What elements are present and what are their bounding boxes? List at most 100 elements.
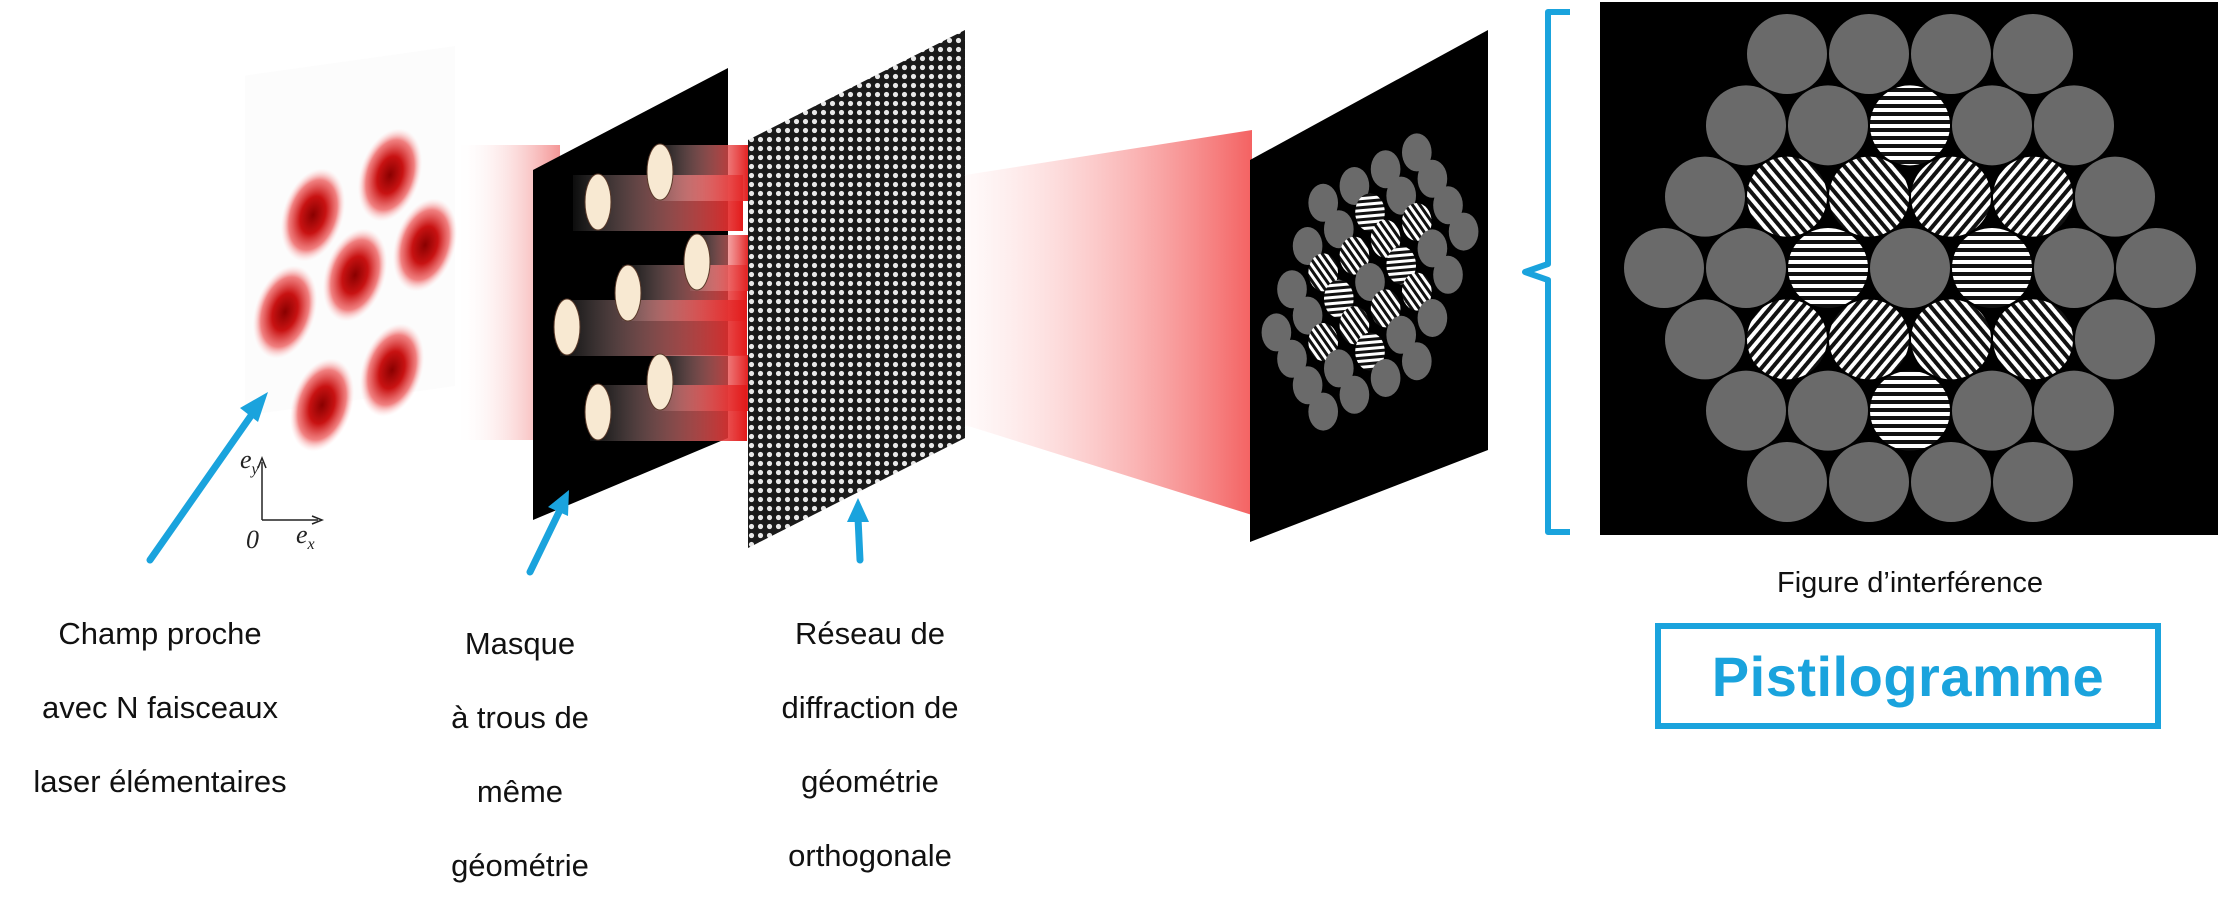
grating-caption-line: Réseau de [795, 616, 945, 651]
diagram-canvas: 0 ey ex [146, 2, 2218, 576]
gray-cell [1386, 315, 1417, 354]
fringe-cell [1339, 306, 1370, 345]
gray-cell [1624, 228, 1704, 308]
grating-caption-line: géométrie [801, 764, 939, 799]
screen-spots [1261, 133, 1479, 431]
gray-cell [1261, 313, 1292, 352]
mask-hole [553, 298, 581, 356]
arrow-head [240, 392, 268, 422]
gray-cell [1277, 339, 1307, 378]
gray-cell [1401, 342, 1432, 381]
gray-cell [1706, 228, 1786, 308]
arrow-mask [526, 506, 564, 576]
gray-cell [1706, 85, 1786, 166]
hole-mask-panel [533, 68, 750, 520]
laser-spot [392, 198, 458, 292]
gray-cell [1292, 227, 1323, 265]
gray-cell [2034, 228, 2114, 308]
diffraction-grating [748, 30, 965, 548]
gray-cell [1788, 370, 1868, 451]
interference-screen [1250, 30, 1488, 542]
gray-cell [1292, 366, 1323, 405]
x-axis-label: ex [296, 520, 315, 553]
near-field-caption: Champ proche avec N faisceaux laser élém… [10, 578, 310, 837]
fringe-cell [1747, 299, 1827, 380]
mask-caption-line: à trous de [451, 700, 589, 735]
laser-spot [280, 168, 346, 262]
grating-caption-line: diffraction de [781, 690, 959, 725]
interference-figure [1600, 2, 2218, 535]
mask-caption: Masque à trous de même géométrie [430, 588, 610, 921]
grating-caption-line: orthogonale [788, 838, 952, 873]
gray-cell [1433, 186, 1463, 225]
gray-cell [1448, 212, 1479, 251]
fringe-cell [1308, 253, 1339, 292]
arrow-near-field [146, 406, 259, 564]
fringe-cell [1870, 370, 1950, 451]
gray-cell [1870, 228, 1950, 308]
interference-cells [1624, 13, 2196, 523]
mask-hole [646, 143, 674, 201]
gray-cell [1829, 442, 1909, 523]
mask-caption-line: Masque [464, 626, 576, 661]
fringe-cell [1323, 279, 1354, 318]
gray-cell [1370, 150, 1401, 189]
laser-spot [322, 228, 388, 322]
bracket [1522, 9, 1570, 535]
gray-cell [2034, 370, 2114, 451]
gray-cell [1339, 375, 1370, 414]
arrow-head [847, 498, 869, 522]
beamlet [560, 300, 747, 356]
gray-cell [1747, 13, 1827, 94]
gray-cell [1952, 370, 2032, 451]
gray-cell [1323, 349, 1354, 388]
gray-cell [1433, 255, 1463, 294]
axes-indicator: 0 ey ex [240, 445, 325, 554]
fringe-cell [1401, 203, 1432, 241]
fringe-cell [1355, 332, 1385, 371]
laser-spot [252, 265, 318, 359]
mask-caption-line: géométrie [451, 848, 589, 883]
fringe-cell [1993, 299, 2073, 380]
origin-label: 0 [246, 525, 259, 554]
gray-cell [1323, 210, 1354, 249]
gray-cell [1665, 156, 1745, 237]
fringe-cell [1370, 219, 1401, 258]
laser-spot [289, 358, 355, 452]
gray-cell [1370, 359, 1401, 397]
gray-cell [1308, 392, 1339, 431]
gray-cell [1993, 13, 2073, 94]
gray-cell [2116, 228, 2196, 308]
gray-cell [1417, 159, 1448, 198]
gray-cell [1401, 133, 1432, 172]
fringe-cell [1339, 236, 1370, 275]
gray-cell [1277, 270, 1307, 309]
gray-cell [1339, 167, 1370, 205]
interference-caption: Figure d’interférence [1777, 567, 2043, 599]
mask-hole [614, 264, 642, 322]
fringe-cell [1870, 85, 1950, 166]
fringe-cell [1370, 289, 1401, 328]
pistilogramme-box: Pistilogramme [1655, 623, 2161, 729]
gray-cell [1788, 85, 1868, 166]
gray-cell [1747, 442, 1827, 523]
fringe-cell [1911, 156, 1991, 237]
mask-hole [584, 173, 612, 231]
near-field-caption-line: avec N faisceaux [41, 690, 279, 725]
gray-cell [1952, 85, 2032, 166]
pistilogramme-label: Pistilogramme [1711, 644, 2105, 708]
fringe-cell [1788, 228, 1868, 308]
gray-cell [1911, 13, 1991, 94]
fringe-cell [1952, 228, 2032, 308]
gray-cell [1665, 299, 1745, 380]
gray-cell [1417, 229, 1448, 268]
gray-cell [1386, 176, 1417, 215]
gray-cell [2075, 156, 2155, 237]
grating-caption: Réseau de diffraction de géométrie ortho… [760, 578, 980, 911]
arrow-head [548, 490, 569, 516]
laser-spot [359, 323, 425, 417]
gray-cell [1829, 13, 1909, 94]
gray-cell [2034, 85, 2114, 166]
gray-cell [1308, 183, 1339, 222]
gray-cell [1993, 442, 2073, 523]
